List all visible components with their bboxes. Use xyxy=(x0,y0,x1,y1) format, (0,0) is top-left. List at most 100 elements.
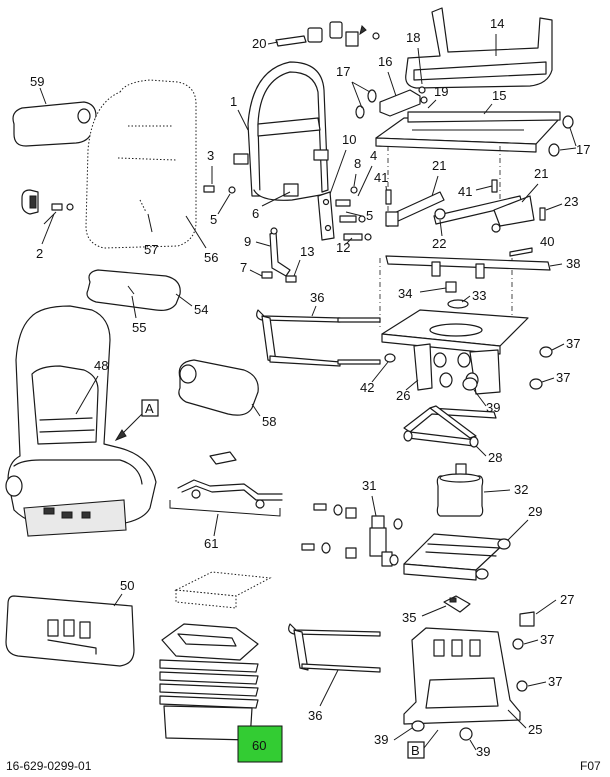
leader-56 xyxy=(185,215,207,249)
washer-part-37-b[interactable] xyxy=(512,638,528,692)
rod-part-36-lower[interactable] xyxy=(288,623,381,673)
leader-27 xyxy=(535,599,557,615)
label-23: 23 xyxy=(564,194,578,209)
label-42: 42 xyxy=(360,380,374,395)
leader-58 xyxy=(251,403,261,417)
leader-21b xyxy=(521,183,539,203)
leader-35 xyxy=(421,605,447,617)
label-27: 27 xyxy=(560,592,574,607)
leader-31 xyxy=(371,495,377,517)
label-1: 1 xyxy=(230,94,237,109)
back-frame-part-1[interactable] xyxy=(233,61,329,201)
label-14: 14 xyxy=(490,16,504,31)
label-57: 57 xyxy=(144,242,158,257)
leader-39b xyxy=(393,727,413,741)
clip-part-35[interactable] xyxy=(443,595,471,613)
leader-42 xyxy=(371,361,389,383)
leader-39c xyxy=(469,739,477,751)
label-33: 33 xyxy=(472,288,486,303)
bellows-part-60[interactable] xyxy=(159,623,259,741)
leader-20 xyxy=(267,41,279,45)
leader-39a xyxy=(473,389,487,407)
leader-21a xyxy=(431,175,439,197)
rod-part-38[interactable] xyxy=(385,255,551,279)
washer-part-17[interactable] xyxy=(548,115,574,157)
slide-part-15[interactable] xyxy=(375,111,561,153)
label-15: 15 xyxy=(492,88,506,103)
leader-37b xyxy=(541,377,555,383)
bracket-part-61[interactable] xyxy=(177,451,283,509)
seat-assembly-part-48[interactable] xyxy=(5,305,157,537)
callout-a-label: A xyxy=(145,401,154,416)
label-7: 7 xyxy=(240,260,247,275)
leader-2b xyxy=(41,213,55,245)
label-17b: 17 xyxy=(576,142,590,157)
shock-part-31[interactable] xyxy=(301,503,413,571)
arm-part-21[interactable] xyxy=(385,191,535,233)
air-spring-part-32[interactable] xyxy=(436,463,484,517)
block-part-27[interactable] xyxy=(519,611,535,627)
washer-part-37-a[interactable] xyxy=(529,346,553,390)
lever-part-9[interactable] xyxy=(261,227,297,283)
leader-37c xyxy=(523,639,539,645)
latch-part-20[interactable] xyxy=(275,21,380,47)
part-60-highlight[interactable] xyxy=(237,725,283,763)
leader-13 xyxy=(293,259,301,277)
scissor-part-29[interactable] xyxy=(403,533,511,581)
label-37d: 37 xyxy=(548,674,562,689)
label-39c: 39 xyxy=(476,744,490,759)
pin-part-18[interactable] xyxy=(418,86,428,104)
bracket-part-10[interactable] xyxy=(317,191,335,241)
leader-57 xyxy=(147,213,153,233)
seat-pan-part-14[interactable] xyxy=(405,7,553,89)
leader-48 xyxy=(75,375,99,415)
bracket-part-16[interactable] xyxy=(355,89,421,119)
label-60: 60 xyxy=(252,738,266,753)
armrest-part-58[interactable] xyxy=(178,359,259,416)
fitting-part-34[interactable] xyxy=(445,281,469,309)
leader-5b xyxy=(345,211,363,217)
bolt-part-23[interactable] xyxy=(539,207,546,221)
back-cushion-part-57[interactable] xyxy=(85,79,197,249)
nut-part-42[interactable] xyxy=(384,353,396,363)
label-61: 61 xyxy=(204,536,218,551)
label-5a: 5 xyxy=(210,212,217,227)
rod-part-36-upper[interactable] xyxy=(256,309,381,367)
label-17a: 17 xyxy=(336,64,350,79)
label-55: 55 xyxy=(132,320,146,335)
label-59: 59 xyxy=(30,74,44,89)
base-part-25[interactable] xyxy=(403,627,521,741)
bolts-part-4-8-12[interactable] xyxy=(335,186,372,241)
leader-61 xyxy=(213,513,219,537)
leader-54 xyxy=(175,293,193,307)
leader-10 xyxy=(329,149,347,195)
knob-part-2[interactable] xyxy=(21,189,74,215)
leader-17a2 xyxy=(351,81,371,93)
callout-b-label: B xyxy=(411,743,420,758)
bracket-61-span xyxy=(169,500,281,517)
leader-32 xyxy=(483,489,511,493)
label-9: 9 xyxy=(244,234,251,249)
label-28: 28 xyxy=(488,450,502,465)
pin-part-40[interactable] xyxy=(509,247,533,257)
seat-cushion-part-54[interactable] xyxy=(86,269,181,311)
leader-15 xyxy=(483,103,493,115)
frame-outline xyxy=(174,571,272,609)
label-25: 25 xyxy=(528,722,542,737)
label-40: 40 xyxy=(540,234,554,249)
linkage-part-28[interactable] xyxy=(403,405,497,448)
armrest-part-59[interactable] xyxy=(12,101,97,147)
washer-part-39-a[interactable] xyxy=(462,377,478,391)
bolt-part-3[interactable] xyxy=(203,185,236,194)
callout-b-leader xyxy=(423,729,439,749)
leader-17b2 xyxy=(559,147,577,151)
leader-23 xyxy=(545,203,563,211)
leader-34 xyxy=(419,287,447,293)
base-part-26[interactable] xyxy=(381,309,529,395)
panel-part-50[interactable] xyxy=(5,595,135,667)
label-38: 38 xyxy=(566,256,580,271)
label-32: 32 xyxy=(514,482,528,497)
label-31: 31 xyxy=(362,478,376,493)
screw-part-41[interactable] xyxy=(385,179,498,205)
label-26: 26 xyxy=(396,388,410,403)
